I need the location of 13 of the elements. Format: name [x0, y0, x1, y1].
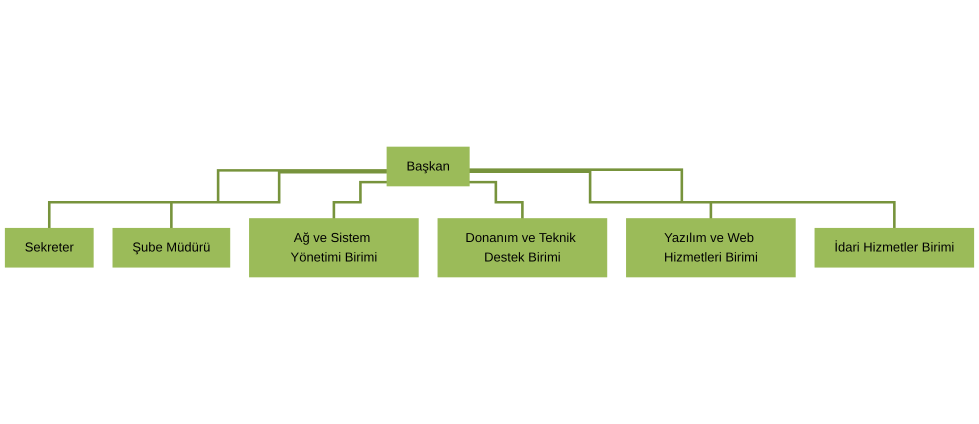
node-box: Donanım ve Teknik Destek Birimi: [438, 218, 608, 278]
connector: [170, 170, 387, 230]
connector: [469, 180, 524, 220]
node-box: İdari Hizmetler Birimi: [814, 228, 974, 268]
connector: [469, 168, 896, 230]
connector: [469, 170, 712, 220]
node-box: Başkan: [386, 146, 470, 186]
node-box: Ağ ve Sistem Yönetimi Birimi: [249, 218, 419, 278]
connector: [332, 180, 387, 220]
connector: [48, 169, 387, 230]
node-box: Yazılım ve Web Hizmetleri Birimi: [626, 218, 796, 278]
node-box: Şube Müdürü: [112, 228, 230, 268]
node-box: Sekreter: [4, 228, 94, 268]
